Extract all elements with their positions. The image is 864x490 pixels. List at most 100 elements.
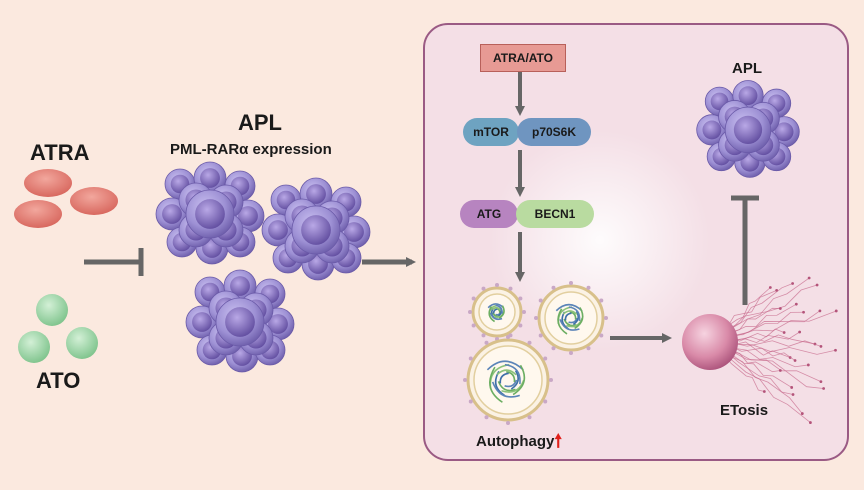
membrane-dot bbox=[484, 340, 489, 345]
apl-cell-cluster bbox=[185, 269, 295, 373]
atra-pill bbox=[24, 169, 72, 197]
cargo-strand bbox=[491, 381, 521, 398]
vesicle-inner bbox=[473, 345, 543, 415]
membrane-dot bbox=[471, 296, 476, 301]
drug-box: ATRA/ATO bbox=[480, 44, 566, 72]
membrane-dot bbox=[599, 333, 604, 338]
cell-nucleus bbox=[195, 199, 225, 229]
net-granule bbox=[791, 282, 795, 285]
membrane-dot bbox=[599, 298, 604, 303]
net-fiber bbox=[725, 287, 771, 328]
membrane-dot bbox=[463, 378, 467, 382]
net-fiber bbox=[731, 334, 816, 345]
cargo-strand bbox=[501, 379, 525, 393]
ato-circle bbox=[66, 327, 98, 359]
net-fiber bbox=[728, 353, 794, 395]
membrane-dot bbox=[527, 415, 532, 420]
cargo-strand bbox=[486, 360, 524, 371]
cargo-strand bbox=[574, 307, 584, 330]
membrane-dot bbox=[468, 399, 473, 404]
membrane-dot bbox=[468, 356, 473, 361]
p70s6k-node: p70S6K bbox=[517, 118, 591, 146]
net-granule bbox=[798, 330, 802, 334]
membrane-dot bbox=[538, 333, 543, 338]
net-fiber bbox=[727, 283, 793, 330]
apl-cell-cluster bbox=[155, 161, 265, 265]
net-granule bbox=[822, 387, 826, 390]
net-fiber bbox=[731, 341, 791, 358]
net-fiber bbox=[730, 303, 797, 334]
cell-nucleus bbox=[301, 215, 331, 245]
cargo-strand bbox=[568, 306, 581, 322]
net-fibers bbox=[725, 276, 838, 424]
cargo-strand bbox=[568, 317, 578, 324]
cargo-strand bbox=[572, 310, 580, 326]
ato-circle bbox=[36, 294, 68, 326]
atra-label: ATRA bbox=[30, 140, 90, 165]
net-fiber bbox=[726, 355, 811, 423]
membrane-dot bbox=[604, 316, 608, 320]
cell-nucleus bbox=[733, 115, 763, 145]
cargo-strand bbox=[504, 363, 521, 385]
autophagy-label: Autophagy🠕 bbox=[476, 428, 562, 458]
cargo-strand bbox=[555, 303, 583, 312]
net-granule bbox=[834, 348, 837, 352]
net-fiber bbox=[731, 310, 837, 338]
membrane-dot bbox=[506, 335, 510, 339]
net-granule bbox=[818, 309, 822, 313]
cell-nucleus bbox=[238, 206, 258, 226]
membrane-dot bbox=[551, 346, 556, 351]
net-granule bbox=[819, 380, 823, 384]
cargo-strand bbox=[504, 379, 518, 388]
cargo-strand bbox=[506, 370, 516, 383]
cargo-strand bbox=[498, 305, 505, 319]
net-granule bbox=[802, 310, 805, 314]
cargo-strand bbox=[559, 319, 580, 331]
cargo-strand bbox=[497, 381, 516, 392]
cell-nucleus bbox=[738, 86, 758, 106]
net-granule bbox=[809, 421, 812, 424]
atg-node: ATG bbox=[460, 200, 518, 228]
membrane-dot bbox=[549, 378, 553, 382]
membrane-dot bbox=[538, 298, 543, 303]
membrane-dot bbox=[484, 415, 489, 420]
net-fiber bbox=[731, 346, 796, 361]
net-granule bbox=[791, 393, 795, 396]
cell-nucleus bbox=[225, 307, 255, 337]
atra-pill bbox=[14, 200, 62, 228]
cargo-strand bbox=[496, 369, 517, 376]
cell-nucleus bbox=[344, 222, 364, 242]
net-fiber bbox=[728, 277, 810, 331]
apl-right-label: APL bbox=[732, 60, 762, 77]
cargo-strand bbox=[488, 306, 496, 323]
net-granule bbox=[807, 276, 811, 280]
net-fiber bbox=[730, 348, 822, 382]
cell-nucleus bbox=[192, 312, 212, 332]
cargo-strand bbox=[495, 304, 503, 314]
cargo-strand bbox=[492, 308, 498, 314]
net-granule bbox=[762, 390, 766, 393]
net-granule bbox=[782, 331, 786, 334]
cargo-strand bbox=[564, 312, 572, 321]
cargo-strand bbox=[491, 306, 502, 311]
net-granule bbox=[806, 363, 810, 367]
apl-cell-cluster bbox=[696, 80, 800, 178]
net-granule bbox=[800, 412, 804, 415]
autophagy-text: Autophagy bbox=[476, 433, 555, 450]
net-granule bbox=[794, 302, 798, 306]
cell-nucleus bbox=[774, 122, 794, 142]
membrane-dot bbox=[569, 281, 573, 285]
net-granule bbox=[819, 344, 823, 348]
apl-cell-cluster bbox=[261, 177, 371, 281]
membrane-dot bbox=[586, 346, 591, 351]
net-fiber bbox=[725, 356, 765, 392]
cargo-strand bbox=[569, 311, 577, 320]
cargo-strand bbox=[512, 364, 526, 396]
cell-nucleus bbox=[162, 204, 182, 224]
membrane-dot bbox=[495, 283, 499, 287]
up-arrow-icon: 🠕 bbox=[554, 431, 563, 451]
membrane-dot bbox=[506, 421, 510, 425]
apl-title: APL bbox=[238, 110, 282, 135]
net-fiber bbox=[726, 289, 777, 329]
